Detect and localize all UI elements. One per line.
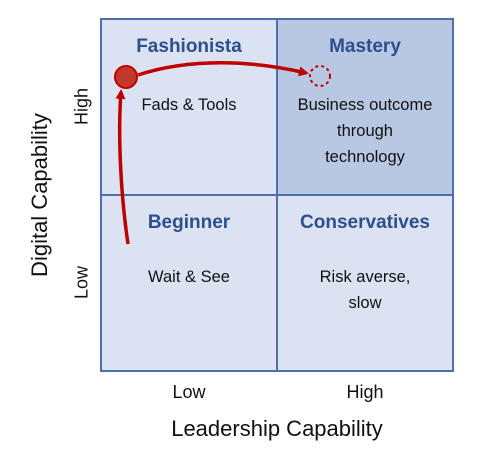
rightward-arrow xyxy=(137,61,309,77)
quadrant-title-mastery: Mastery xyxy=(329,36,401,57)
x-tick-high: High xyxy=(346,382,384,402)
quadrant-title-beginner: Beginner xyxy=(147,212,231,233)
x-axis-label: Leadership Capability xyxy=(171,416,383,441)
quadrant-text-conservatives: Risk averse, slow xyxy=(319,268,411,312)
upward-arrow xyxy=(115,89,130,245)
quadrant-title-fashionista: Fashionista xyxy=(136,36,242,57)
current-position-marker xyxy=(114,65,138,89)
quadrant-conservatives: Conservatives Risk averse, slow xyxy=(276,194,454,372)
target-position-marker xyxy=(309,65,331,87)
quadrant-text-mastery: Business outcome through technology xyxy=(297,96,433,166)
quadrant-title-conservatives: Conservatives xyxy=(300,212,430,233)
quadrant-text-fashionista: Fads & Tools xyxy=(141,96,237,114)
quadrant-text-beginner: Wait & See xyxy=(148,268,230,286)
quadrant-fashionista: Fashionista Fads & Tools xyxy=(100,18,278,196)
quadrant-beginner: Beginner Wait & See xyxy=(100,194,278,372)
x-tick-low: Low xyxy=(172,382,206,402)
